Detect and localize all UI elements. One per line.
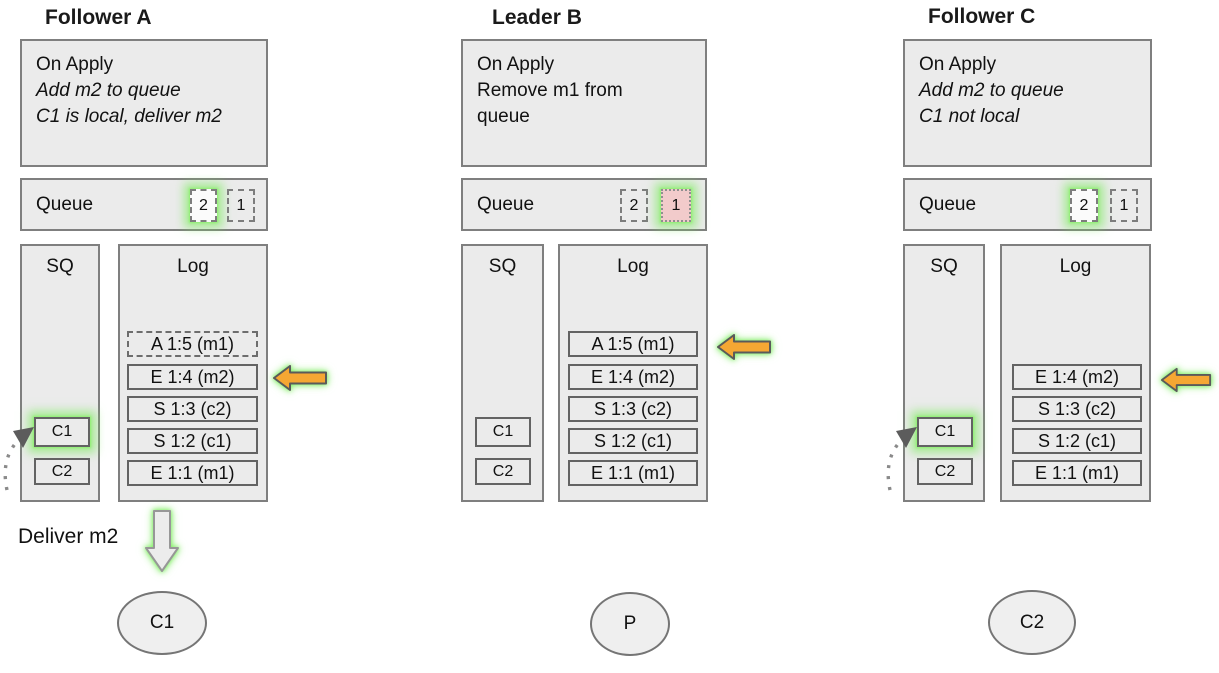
on-apply-box-a: On Apply Add m2 to queue C1 is local, de… — [20, 39, 268, 167]
queue-label: Queue — [477, 193, 535, 215]
log-entry: A 1:5 (m1) — [568, 331, 698, 357]
orange-left-arrow-icon — [1160, 367, 1212, 393]
sq-item-c2-c: C2 — [917, 458, 973, 485]
gray-down-arrow-icon — [145, 510, 179, 572]
queue-label: Queue — [919, 193, 977, 215]
log-entry: S 1:2 (c1) — [127, 428, 258, 454]
sq-label: SQ — [46, 256, 74, 277]
sq-label: SQ — [488, 256, 517, 277]
queue-bar-c: Queue — [903, 178, 1152, 231]
log-entry: E 1:4 (m2) — [568, 364, 698, 390]
on-apply-box-b: On Apply Remove m1 from queue — [461, 39, 707, 167]
queue-slot-2-c: 2 — [1070, 189, 1098, 222]
queue-slot-1-b: 1 — [661, 189, 691, 222]
log-entry: E 1:4 (m2) — [127, 364, 258, 390]
log-entry: S 1:3 (c2) — [1012, 396, 1142, 422]
on-apply-line: C1 not local — [919, 106, 1020, 127]
client-node-c2: C2 — [988, 590, 1076, 655]
node-title-follower-c: Follower C — [928, 5, 1036, 28]
log-entry: E 1:1 (m1) — [1012, 460, 1142, 486]
queue-slot-2-b: 2 — [620, 189, 648, 222]
sq-item-c1-c: C1 — [917, 417, 973, 447]
sq-label: SQ — [930, 256, 958, 277]
log-entry: E 1:1 (m1) — [127, 460, 258, 486]
sq-item-c2-b: C2 — [475, 458, 531, 485]
on-apply-line: Add m2 to queue — [919, 80, 1064, 101]
log-label: Log — [1059, 256, 1092, 277]
sq-item-c2-a: C2 — [34, 458, 90, 485]
queue-slot-1-c: 1 — [1110, 189, 1138, 222]
on-apply-line: On Apply — [919, 54, 997, 75]
log-entry: S 1:2 (c1) — [568, 428, 698, 454]
orange-left-arrow-icon — [717, 334, 771, 360]
log-entry: S 1:3 (c2) — [127, 396, 258, 422]
queue-slot-1-a: 1 — [227, 189, 255, 222]
dotted-curved-arrow-icon — [886, 427, 917, 491]
queue-bar-a: Queue — [20, 178, 268, 231]
log-label: Log — [617, 256, 649, 277]
client-node-c1: C1 — [117, 591, 207, 655]
node-title-follower-a: Follower A — [45, 6, 152, 29]
node-title-leader-b: Leader B — [492, 6, 582, 29]
queue-slot-2-a: 2 — [190, 189, 217, 222]
deliver-label: Deliver m2 — [18, 525, 119, 548]
on-apply-line: C1 is local, deliver m2 — [36, 106, 222, 127]
client-node-p: P — [590, 592, 670, 656]
log-entry: E 1:1 (m1) — [568, 460, 698, 486]
on-apply-line: On Apply — [36, 54, 114, 75]
log-entry: A 1:5 (m1) — [127, 331, 258, 357]
queue-label: Queue — [36, 193, 94, 215]
log-entry: S 1:3 (c2) — [568, 396, 698, 422]
on-apply-line: queue — [477, 106, 530, 127]
sq-item-c1-a: C1 — [34, 417, 90, 447]
orange-left-arrow-icon — [273, 365, 327, 391]
log-entry: S 1:2 (c1) — [1012, 428, 1142, 454]
log-entry: E 1:4 (m2) — [1012, 364, 1142, 390]
on-apply-line: Remove m1 from — [477, 80, 623, 101]
log-label: Log — [177, 256, 209, 277]
on-apply-line: Add m2 to queue — [36, 80, 181, 101]
dotted-curved-arrow-icon — [3, 427, 34, 491]
sq-item-c1-b: C1 — [475, 417, 531, 447]
on-apply-box-c: On Apply Add m2 to queue C1 not local — [903, 39, 1152, 167]
on-apply-line: On Apply — [477, 54, 555, 75]
